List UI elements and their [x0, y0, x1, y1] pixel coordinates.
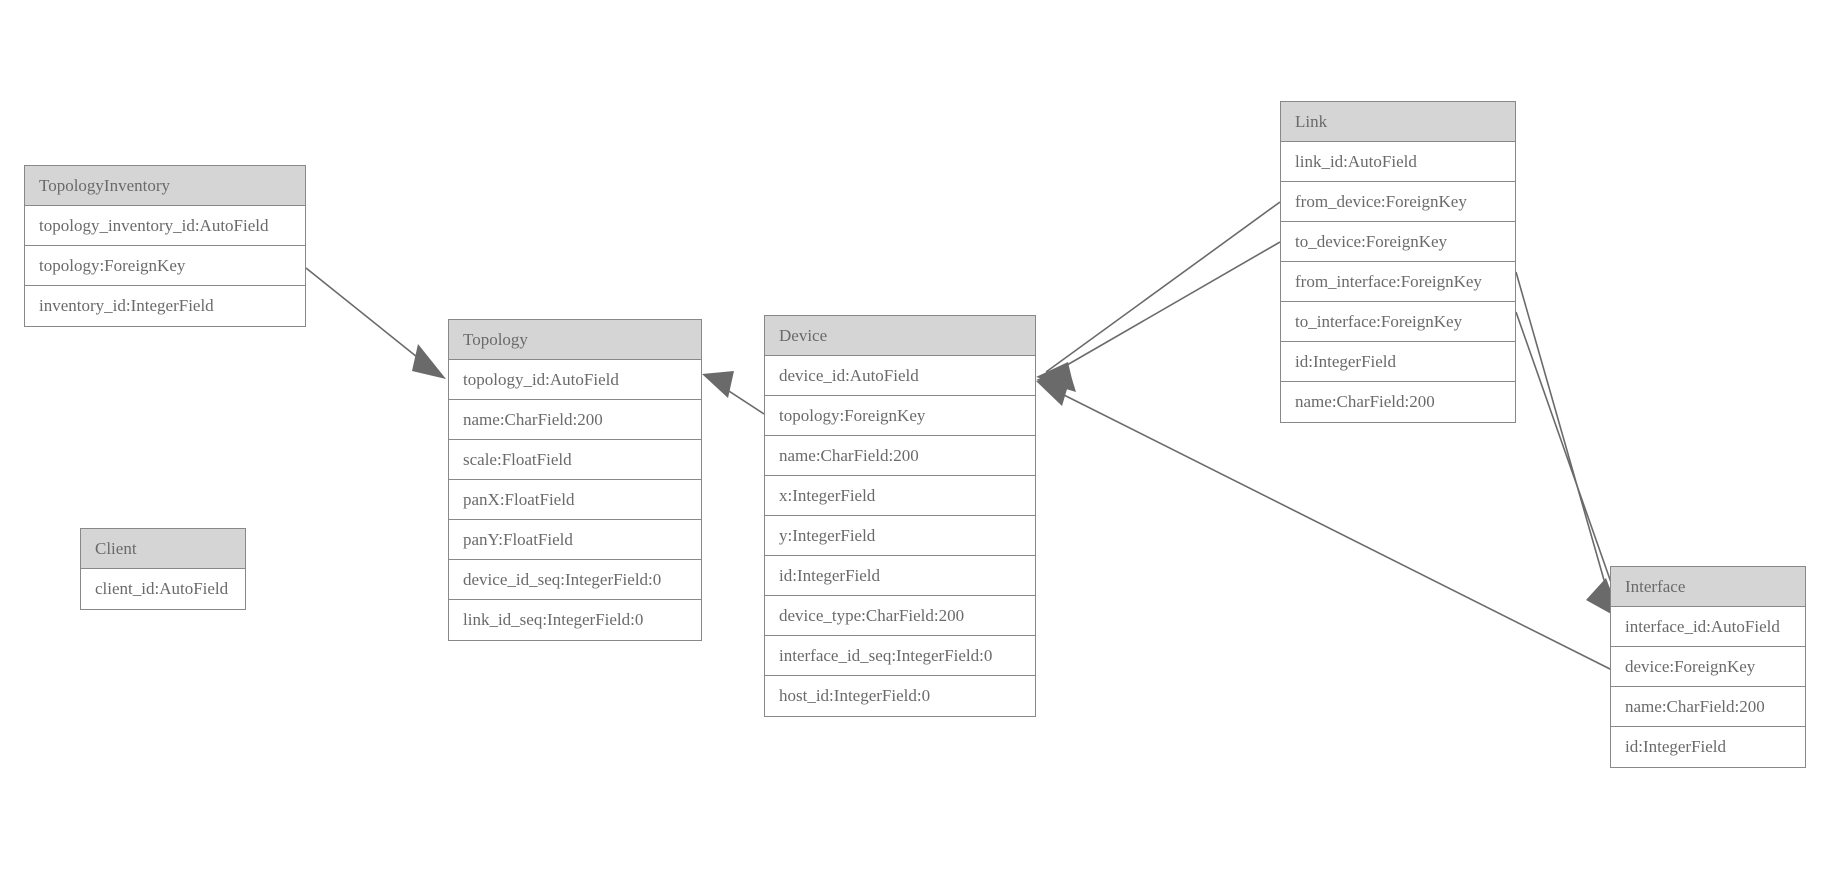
- entity-field: name:CharField:200: [1281, 382, 1515, 422]
- relationship-link-frominterface-to-interface: [1515, 271, 1613, 609]
- entity-field: client_id:AutoField: [81, 569, 245, 609]
- entity-field: link_id_seq:IntegerField:0: [449, 600, 701, 640]
- entity-field: id:IntegerField: [765, 556, 1035, 596]
- relationship-line: [305, 267, 443, 378]
- relationship-line: [1045, 201, 1281, 373]
- entity-field: name:CharField:200: [1611, 687, 1805, 727]
- relationship-line: [1515, 311, 1621, 609]
- entity-field: interface_id_seq:IntegerField:0: [765, 636, 1035, 676]
- entity-link[interactable]: Link link_id:AutoField from_device:Forei…: [1280, 101, 1516, 423]
- relationship-link-fromdevice-to-device: [1036, 201, 1281, 388]
- relationship-line: [1515, 271, 1613, 609]
- entity-field: topology:ForeignKey: [25, 246, 305, 286]
- relationship-topologyinventory-to-topology: [305, 267, 446, 379]
- relationship-link-todevice-to-device: [1036, 241, 1281, 392]
- entity-field: device:ForeignKey: [1611, 647, 1805, 687]
- entity-field: host_id:IntegerField:0: [765, 676, 1035, 716]
- entity-field: device_id_seq:IntegerField:0: [449, 560, 701, 600]
- entity-field: panX:FloatField: [449, 480, 701, 520]
- entity-field: topology:ForeignKey: [765, 396, 1035, 436]
- entity-field: interface_id:AutoField: [1611, 607, 1805, 647]
- entity-field: topology_id:AutoField: [449, 360, 701, 400]
- arrowhead-icon: [702, 371, 734, 398]
- entity-field: inventory_id:IntegerField: [25, 286, 305, 326]
- entity-field: to_device:ForeignKey: [1281, 222, 1515, 262]
- entity-title: Device: [765, 316, 1035, 356]
- relationship-line: [711, 379, 765, 415]
- arrowhead-icon: [1036, 366, 1076, 392]
- entity-field: id:IntegerField: [1611, 727, 1805, 767]
- entity-topology[interactable]: Topology topology_id:AutoField name:Char…: [448, 319, 702, 641]
- entity-title: Client: [81, 529, 245, 569]
- entity-field: topology_inventory_id:AutoField: [25, 206, 305, 246]
- relationship-line: [1047, 241, 1281, 377]
- entity-title: Link: [1281, 102, 1515, 142]
- entity-field: from_interface:ForeignKey: [1281, 262, 1515, 302]
- entity-field: device_id:AutoField: [765, 356, 1035, 396]
- entity-field: name:CharField:200: [765, 436, 1035, 476]
- relationship-device-to-topology: [702, 371, 765, 415]
- entity-device[interactable]: Device device_id:AutoField topology:Fore…: [764, 315, 1036, 717]
- entity-title: TopologyInventory: [25, 166, 305, 206]
- entity-title: Topology: [449, 320, 701, 360]
- relationship-line: [1049, 387, 1613, 671]
- arrowhead-icon: [1036, 379, 1070, 406]
- entity-interface[interactable]: Interface interface_id:AutoField device:…: [1610, 566, 1806, 768]
- entity-field: link_id:AutoField: [1281, 142, 1515, 182]
- entity-field: panY:FloatField: [449, 520, 701, 560]
- entity-field: to_interface:ForeignKey: [1281, 302, 1515, 342]
- entity-title: Interface: [1611, 567, 1805, 607]
- arrowhead-icon: [412, 344, 446, 379]
- entity-field: id:IntegerField: [1281, 342, 1515, 382]
- entity-field: x:IntegerField: [765, 476, 1035, 516]
- entity-topology-inventory[interactable]: TopologyInventory topology_inventory_id:…: [24, 165, 306, 327]
- entity-field: device_type:CharField:200: [765, 596, 1035, 636]
- entity-client[interactable]: Client client_id:AutoField: [80, 528, 246, 610]
- entity-field: y:IntegerField: [765, 516, 1035, 556]
- entity-field: scale:FloatField: [449, 440, 701, 480]
- relationship-link-tointerface-to-interface: [1515, 311, 1622, 620]
- entity-field: name:CharField:200: [449, 400, 701, 440]
- entity-field: from_device:ForeignKey: [1281, 182, 1515, 222]
- arrowhead-icon: [1036, 362, 1074, 388]
